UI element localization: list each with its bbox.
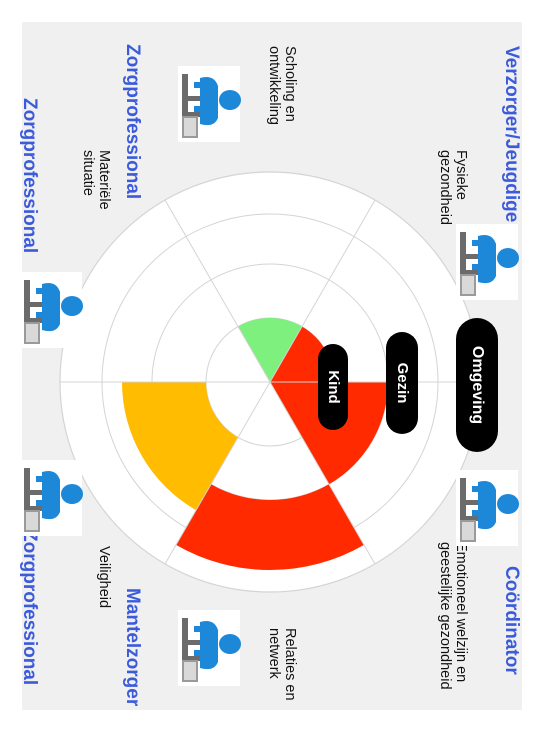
role-zorgprofessional-left-top: Zorgprofessional [19, 98, 40, 253]
pill-gezin-shape [386, 332, 418, 434]
pill-kind: Kind [318, 344, 348, 430]
domain-fysieke-gezondheid: Fysieke gezondheid [437, 150, 469, 225]
domain-emotioneel-welzijn: Emotioneel welzijn en geestelijke gezond… [437, 542, 469, 690]
domain-relaties-line2: netwerk [266, 628, 282, 680]
ring-label-omgeving: Omgeving [469, 346, 486, 424]
domain-relaties-netwerk: Relaties en netwerk [266, 628, 298, 701]
sector-materiele-orange [122, 382, 238, 511]
domain-scholing-ontwikkeling: Scholing en ontwikkeling [266, 46, 298, 125]
role-verzorger-jeugdige: Verzorger/Jeugdige [501, 46, 522, 222]
domain-scholing-line2: ontwikkeling [266, 46, 282, 125]
role-mantelzorger: Mantelzorger [122, 588, 143, 707]
domain-fysieke-line2: gezondheid [437, 150, 453, 225]
domain-relaties-line1: Relaties en [282, 628, 298, 701]
person-at-laptop-icon [178, 610, 241, 686]
domain-scholing-line1: Scholing en [282, 46, 298, 122]
person-at-laptop-icon [178, 66, 241, 142]
domain-materiele-line2: situatie [80, 150, 96, 196]
sector-scholing-green [238, 317, 302, 382]
domain-emotioneel-line2: geestelijke gezondheid [437, 542, 453, 690]
domain-veiligheid: Veiligheid [96, 546, 112, 608]
sector-relaties-red [176, 484, 364, 570]
person-at-laptop-icon [20, 460, 83, 536]
domain-emotioneel-line1: Emotioneel welzijn en [453, 542, 469, 682]
role-zorgprofessional-left-bottom: Zorgprofessional [19, 530, 40, 685]
pill-omgeving-shape [456, 318, 498, 452]
person-at-laptop-icon [456, 470, 519, 546]
pill-gezin: Gezin [386, 332, 418, 434]
domain-fysieke-line1: Fysieke [453, 150, 469, 200]
pill-kind-shape [318, 344, 348, 430]
role-coordinator: Coördinator [501, 566, 522, 675]
pill-omgeving: Omgeving [456, 318, 498, 452]
role-zorgprofessional-top-mid: Zorgprofessional [122, 44, 143, 199]
domain-materiele-line1: Materiële [96, 150, 112, 210]
domain-materiele-situatie: Materiële situatie [80, 150, 112, 210]
domain-veiligheid-line1: Veiligheid [96, 546, 112, 608]
spoke [164, 199, 376, 565]
person-at-laptop-icon [456, 224, 519, 300]
ring-label-gezin: Gezin [394, 363, 411, 404]
sector-emotioneel-red [270, 382, 388, 485]
person-at-laptop-icon [20, 272, 83, 348]
ring-label-kind: Kind [325, 370, 342, 403]
